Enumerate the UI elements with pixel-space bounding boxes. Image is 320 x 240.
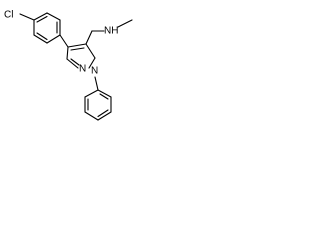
bond [66, 46, 69, 60]
n-methyl-bond [117, 19, 133, 28]
pyrazole-n1-label: N [91, 66, 98, 77]
n-phenyl-bond [94, 76, 99, 91]
pyrazole-n2-label: N [79, 64, 86, 75]
amine-label: NH [104, 26, 118, 37]
double-bond [36, 32, 48, 41]
bond [46, 12, 61, 21]
phenyl-ring [84, 89, 112, 121]
bond [66, 58, 79, 69]
double-bond [70, 58, 80, 66]
bond [97, 111, 112, 121]
chlorophenyl-ring [33, 12, 61, 44]
chlorine-label: Cl [4, 10, 13, 21]
double-bond [70, 47, 85, 51]
bond [67, 43, 87, 48]
bond [84, 111, 99, 121]
bond [33, 34, 48, 44]
chemical-structure-diagram: Cl NH N N [4, 10, 133, 121]
bond [33, 12, 48, 21]
chemical-structure-canvas: Cl NH N N [0, 0, 142, 131]
bond [85, 43, 96, 59]
c-cl-bond [19, 13, 35, 21]
aryl-pyrazole-bond [59, 34, 69, 48]
bond [88, 57, 96, 69]
pyrazole-ring [66, 43, 96, 69]
double-bond [97, 109, 109, 118]
bond [46, 34, 61, 44]
double-bond [36, 15, 48, 23]
bond [84, 89, 99, 98]
methylene-bond [85, 30, 93, 45]
bond [97, 89, 112, 98]
double-bond [99, 93, 109, 100]
